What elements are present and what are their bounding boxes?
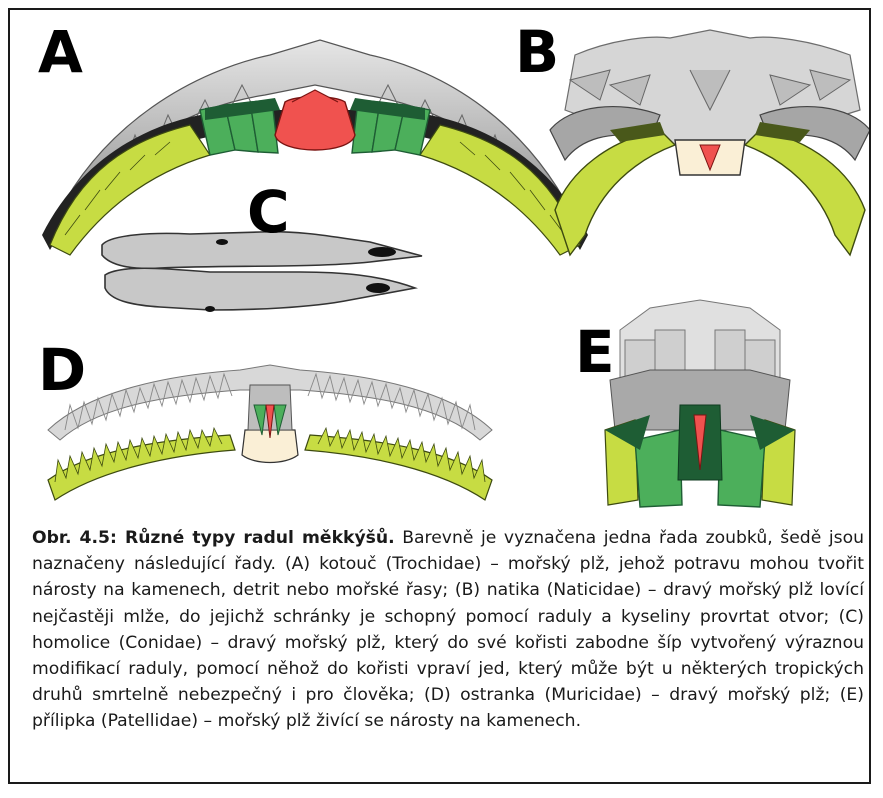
radula-a-rachidian (275, 97, 355, 150)
panel-label-b: B (515, 18, 559, 86)
radula-b: B (515, 18, 869, 255)
radula-c-harpoon: C (102, 178, 422, 312)
panel-label-e: E (575, 318, 615, 386)
panel-label-a: A (38, 18, 83, 86)
caption-body: Barevně je vyznačena jedna řada zoubků, … (32, 528, 864, 731)
radula-illustration: A C (10, 10, 869, 520)
figure-caption: Obr. 4.5: Různé typy radul měkkýšů. Bare… (32, 525, 864, 735)
figure-frame: A C (8, 8, 871, 784)
radula-a: A (38, 18, 588, 255)
panel-label-d: D (38, 336, 86, 404)
panel-label-c: C (247, 178, 290, 246)
radula-d: D (38, 336, 492, 500)
radula-e: E (575, 300, 795, 507)
caption-title: Obr. 4.5: Různé typy radul měkkýšů. (32, 528, 395, 548)
